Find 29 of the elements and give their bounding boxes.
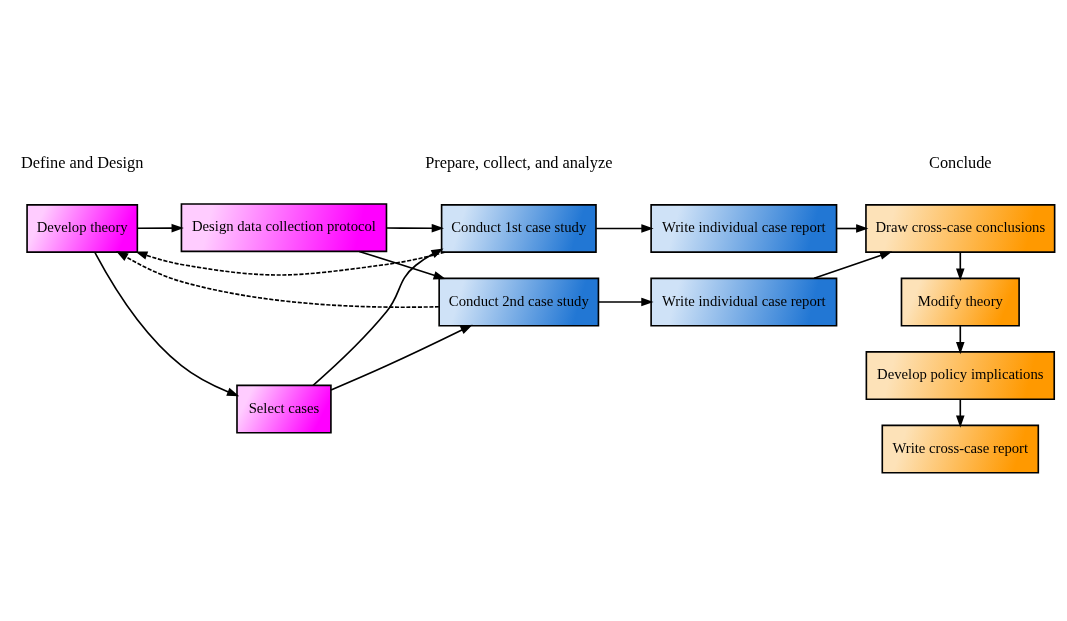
node-box: Write cross-case report (881, 424, 1040, 474)
label: Conclude (929, 152, 992, 172)
node-box: Conduct 2nd case study (438, 277, 600, 326)
arrow (385, 223, 444, 232)
arrow (813, 250, 893, 279)
arrow (330, 324, 473, 391)
node-box: Write individual case report (650, 277, 838, 326)
label: Prepare, collect, and analyze (425, 152, 613, 172)
arrow (956, 324, 965, 354)
arrow (312, 248, 444, 386)
node-box: Modify theory (900, 277, 1020, 326)
arrow (358, 250, 446, 279)
node-box: Design data collection protocol (180, 202, 388, 252)
arrow (136, 223, 184, 232)
arrow (835, 223, 869, 233)
arrow (115, 250, 440, 308)
node-box: Conduct 1st case study (440, 203, 597, 253)
label: Define and Design (20, 152, 144, 172)
arrow (94, 251, 240, 396)
node-box: Write individual case report (650, 203, 838, 253)
arrow (956, 251, 965, 281)
node-box: Select cases (236, 384, 332, 434)
arrow (135, 250, 446, 276)
node-box: Draw cross-case conclusions (865, 203, 1056, 253)
arrow (597, 297, 654, 306)
node-box: Develop theory (26, 203, 139, 253)
arrow (956, 398, 965, 428)
arrow (595, 223, 654, 233)
node-box: Develop policy implications (865, 350, 1056, 400)
